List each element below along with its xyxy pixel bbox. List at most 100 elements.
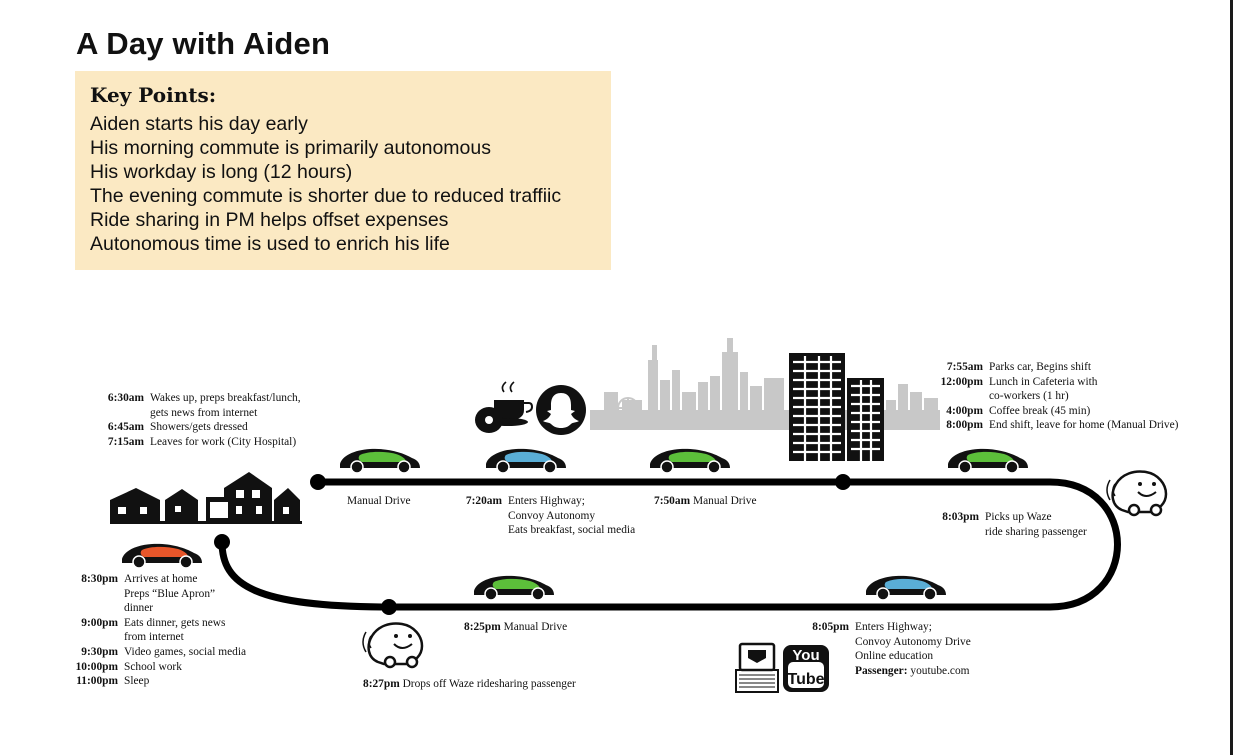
event-text: Wakes up, preps breakfast/lunch,: [150, 392, 301, 404]
car-icon: [948, 448, 1028, 474]
event-text: Leaves for work (City Hospital): [150, 435, 297, 448]
event-text: Arrives at home: [124, 573, 198, 585]
time-label: [70, 587, 118, 602]
commute-track: [218, 478, 1121, 611]
highway-am-annotation: 7:20am Enters Highway; Convoy Autonomy Ea…: [458, 494, 635, 538]
youtube-logo-bottom: Tube: [787, 671, 824, 688]
car-icon: [486, 448, 566, 474]
key-point: The evening commute is shorter due to re…: [90, 185, 562, 207]
ferris-wheel-icon: [617, 397, 639, 419]
event-text: co-workers (1 hr): [989, 390, 1069, 403]
event-text: from internet: [124, 631, 184, 644]
event-text: Sleep: [124, 675, 150, 688]
time-label: [70, 601, 118, 616]
event-text: Showers/gets dressed: [150, 421, 248, 434]
youtube-logo-top: You: [792, 647, 819, 664]
event-text: Drops off Waze ridesharing passenger: [402, 678, 576, 690]
event-text: ride sharing passenger: [985, 525, 1087, 538]
time-label: [458, 509, 502, 524]
time-label: 6:30am: [107, 392, 144, 404]
time-label: 8:03pm: [942, 511, 979, 523]
event-text: Coffee break (45 min): [989, 404, 1091, 417]
stop-dot: [310, 474, 326, 490]
key-point: His workday is long (12 hours): [90, 161, 353, 183]
manual-drive-2-annotation: 7:50am Manual Drive: [654, 494, 757, 509]
event-text: dinner: [124, 602, 154, 615]
houses-icon: [110, 472, 302, 524]
car-icon: [340, 448, 420, 474]
event-text: Preps “Blue Apron”: [124, 587, 216, 600]
event-text: gets news from internet: [150, 406, 258, 419]
event-text: Convoy Autonomy: [508, 509, 596, 522]
key-points-box: Key Points: Aiden starts his day early H…: [75, 71, 611, 270]
time-label: 4:00pm: [946, 404, 983, 417]
page-edge-line: [1230, 0, 1233, 755]
time-label: 7:55am: [946, 361, 983, 373]
passenger-label: Passenger:: [855, 664, 908, 677]
time-label: 12:00pm: [940, 375, 983, 388]
key-point: Autonomous time is used to enrich his li…: [90, 233, 450, 255]
event-text: Eats dinner, gets news: [124, 616, 226, 629]
work-annotation: 7:55am Parks car, Begins shift 12:00pm Lun…: [930, 360, 1179, 433]
event-text: Enters Highway;: [508, 495, 585, 507]
pickup-annotation: 8:03pm Picks up Waze ride sharing passeng…: [935, 510, 1087, 539]
manual-drive-label: Manual Drive: [347, 495, 411, 507]
hospital-building-icon: [789, 353, 884, 461]
evening-annotation: 8:30pm Arrives at home Preps “Blue Apron”…: [70, 572, 246, 689]
laptop-icon: [735, 642, 779, 693]
time-label: 8:27pm: [363, 678, 400, 690]
event-text: Parks car, Begins shift: [989, 361, 1092, 373]
stop-dot: [214, 534, 230, 550]
time-label: 11:00pm: [76, 675, 118, 688]
manual-drive-3-annotation: 8:25pm Manual Drive: [464, 620, 567, 635]
event-text: End shift, leave for home (Manual Drive): [989, 419, 1179, 432]
waze-icon: [362, 622, 424, 669]
snapchat-icon: [536, 385, 586, 435]
time-label: 8:05pm: [812, 621, 849, 633]
donut-icon: [475, 407, 503, 433]
event-text: Eats breakfast, social media: [508, 524, 636, 537]
passenger-text: youtube.com: [910, 664, 970, 677]
time-label: [70, 630, 118, 645]
time-label: 10:00pm: [75, 660, 118, 673]
time-label: 6:45am: [107, 421, 144, 434]
time-label: [100, 406, 144, 421]
event-text: Picks up Waze: [985, 511, 1052, 523]
car-icon: [122, 543, 202, 569]
time-label: [930, 389, 983, 404]
key-point: His morning commute is primarily autonom…: [90, 137, 491, 159]
dropoff-annotation: 8:27pm Drops off Waze ridesharing passen…: [363, 677, 576, 692]
time-label: 9:30pm: [81, 645, 118, 658]
time-label: [935, 525, 979, 540]
morning-annotation: 6:30am Wakes up, preps breakfast/lunch, g…: [100, 391, 301, 449]
event-text: School work: [124, 660, 182, 673]
time-label: 8:25pm: [464, 621, 501, 633]
event-text: Online education: [855, 650, 934, 663]
event-text: Lunch in Cafeteria with: [989, 375, 1098, 388]
key-points-list: Aiden starts his day early His morning c…: [90, 112, 596, 256]
event-text: Enters Highway;: [855, 621, 932, 633]
stop-dot: [835, 474, 851, 490]
event-text: Manual Drive: [503, 621, 568, 633]
event-text: Manual Drive: [692, 495, 757, 507]
waze-icon: [1106, 470, 1168, 517]
time-label: 8:00pm: [946, 419, 983, 432]
key-point: Aiden starts his day early: [90, 113, 308, 135]
city-skyline-icon: [590, 338, 940, 430]
page-title: A Day with Aiden: [76, 26, 331, 61]
time-label: 7:15am: [107, 435, 144, 448]
time-label: 7:20am: [465, 495, 502, 507]
youtube-icon: You Tube: [783, 645, 829, 692]
highway-pm-annotation: 8:05pm Enters Highway; Convoy Autonomy Dr…: [805, 620, 971, 678]
car-icon: [474, 575, 554, 601]
key-point: Ride sharing in PM helps offset expenses: [90, 209, 449, 231]
event-text: Convoy Autonomy Drive: [855, 635, 971, 648]
car-icon: [866, 575, 946, 601]
time-label: 8:30pm: [81, 573, 118, 585]
event-text: Video games, social media: [124, 645, 247, 658]
car-icon: [650, 448, 730, 474]
key-points-heading: Key Points:: [90, 83, 217, 107]
time-label: 7:50am: [654, 495, 691, 507]
time-label: 9:00pm: [81, 616, 118, 629]
